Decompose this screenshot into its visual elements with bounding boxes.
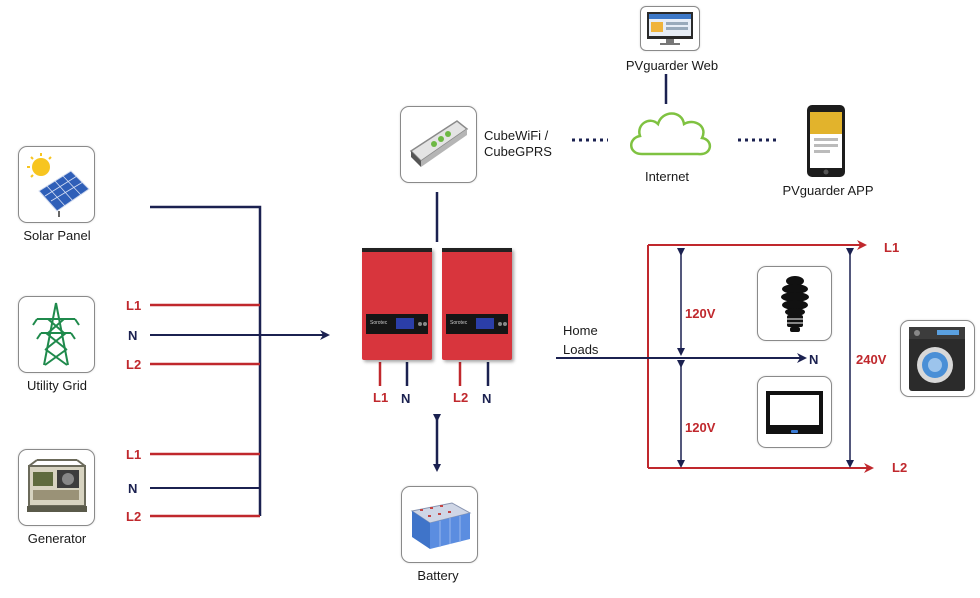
inverter2-l2-label: L2 bbox=[453, 390, 469, 405]
voltage-total-label: 240V bbox=[856, 352, 887, 367]
solar-panel-icon bbox=[27, 153, 90, 217]
generator-box bbox=[18, 449, 95, 526]
grid-l2-label: L2 bbox=[126, 357, 142, 372]
cube-label-line2: CubeGPRS bbox=[484, 144, 552, 159]
battery-box bbox=[401, 486, 478, 563]
cube-box bbox=[400, 106, 477, 183]
gen-n-label: N bbox=[128, 481, 138, 496]
inverter1-l1-label: L1 bbox=[373, 390, 389, 405]
grid-n-label: N bbox=[128, 328, 138, 343]
voltage-lower-label: 120V bbox=[685, 420, 716, 435]
generator-label: Generator bbox=[27, 531, 87, 546]
home-loads-label-line2: Loads bbox=[563, 342, 599, 357]
monitor-icon bbox=[647, 12, 693, 45]
utility-grid-label: Utility Grid bbox=[27, 378, 87, 393]
wifi-dongle-icon bbox=[409, 120, 469, 167]
internet-label: Internet bbox=[644, 169, 690, 184]
solar-panel-label: Solar Panel bbox=[23, 228, 91, 243]
tv-box bbox=[757, 376, 832, 448]
gen-l2-label: L2 bbox=[126, 509, 142, 524]
television-icon bbox=[766, 391, 823, 434]
solar-panel-box bbox=[18, 146, 95, 223]
output-l2-label: L2 bbox=[892, 460, 908, 475]
grid-l1-label: L1 bbox=[126, 298, 142, 313]
inverter2-n-label: N bbox=[482, 391, 492, 406]
output-l1-label: L1 bbox=[884, 240, 900, 255]
washer-box bbox=[900, 320, 975, 397]
input-bus bbox=[150, 205, 330, 518]
output-n-label: N bbox=[809, 352, 819, 367]
inverter1-n-label: N bbox=[401, 391, 411, 406]
battery-label: Battery bbox=[417, 568, 459, 583]
inverter-2: Sorotec bbox=[442, 248, 512, 360]
pvguarder-web-box bbox=[640, 6, 700, 51]
voltage-upper-label: 120V bbox=[685, 306, 716, 321]
bulb-box bbox=[757, 266, 832, 341]
transmission-tower-icon bbox=[32, 302, 80, 366]
smartphone-icon bbox=[807, 105, 845, 177]
pvguarder-app-label: PVguarder APP bbox=[782, 183, 874, 198]
pvguarder-web-label: PVguarder Web bbox=[625, 58, 719, 73]
light-bulb-icon bbox=[781, 276, 809, 332]
utility-grid-box bbox=[18, 296, 95, 373]
gen-l1-label: L1 bbox=[126, 447, 142, 462]
battery-icon bbox=[410, 502, 472, 549]
generator-icon bbox=[27, 459, 87, 512]
output-bus bbox=[556, 240, 874, 473]
inverter-1: Sorotec bbox=[362, 248, 432, 360]
cube-label-line1: CubeWiFi / bbox=[484, 128, 549, 143]
home-loads-label-line1: Home bbox=[563, 323, 598, 338]
inverter-terminals bbox=[378, 362, 490, 386]
washing-machine-icon bbox=[909, 327, 965, 391]
cloud-icon bbox=[630, 112, 711, 156]
